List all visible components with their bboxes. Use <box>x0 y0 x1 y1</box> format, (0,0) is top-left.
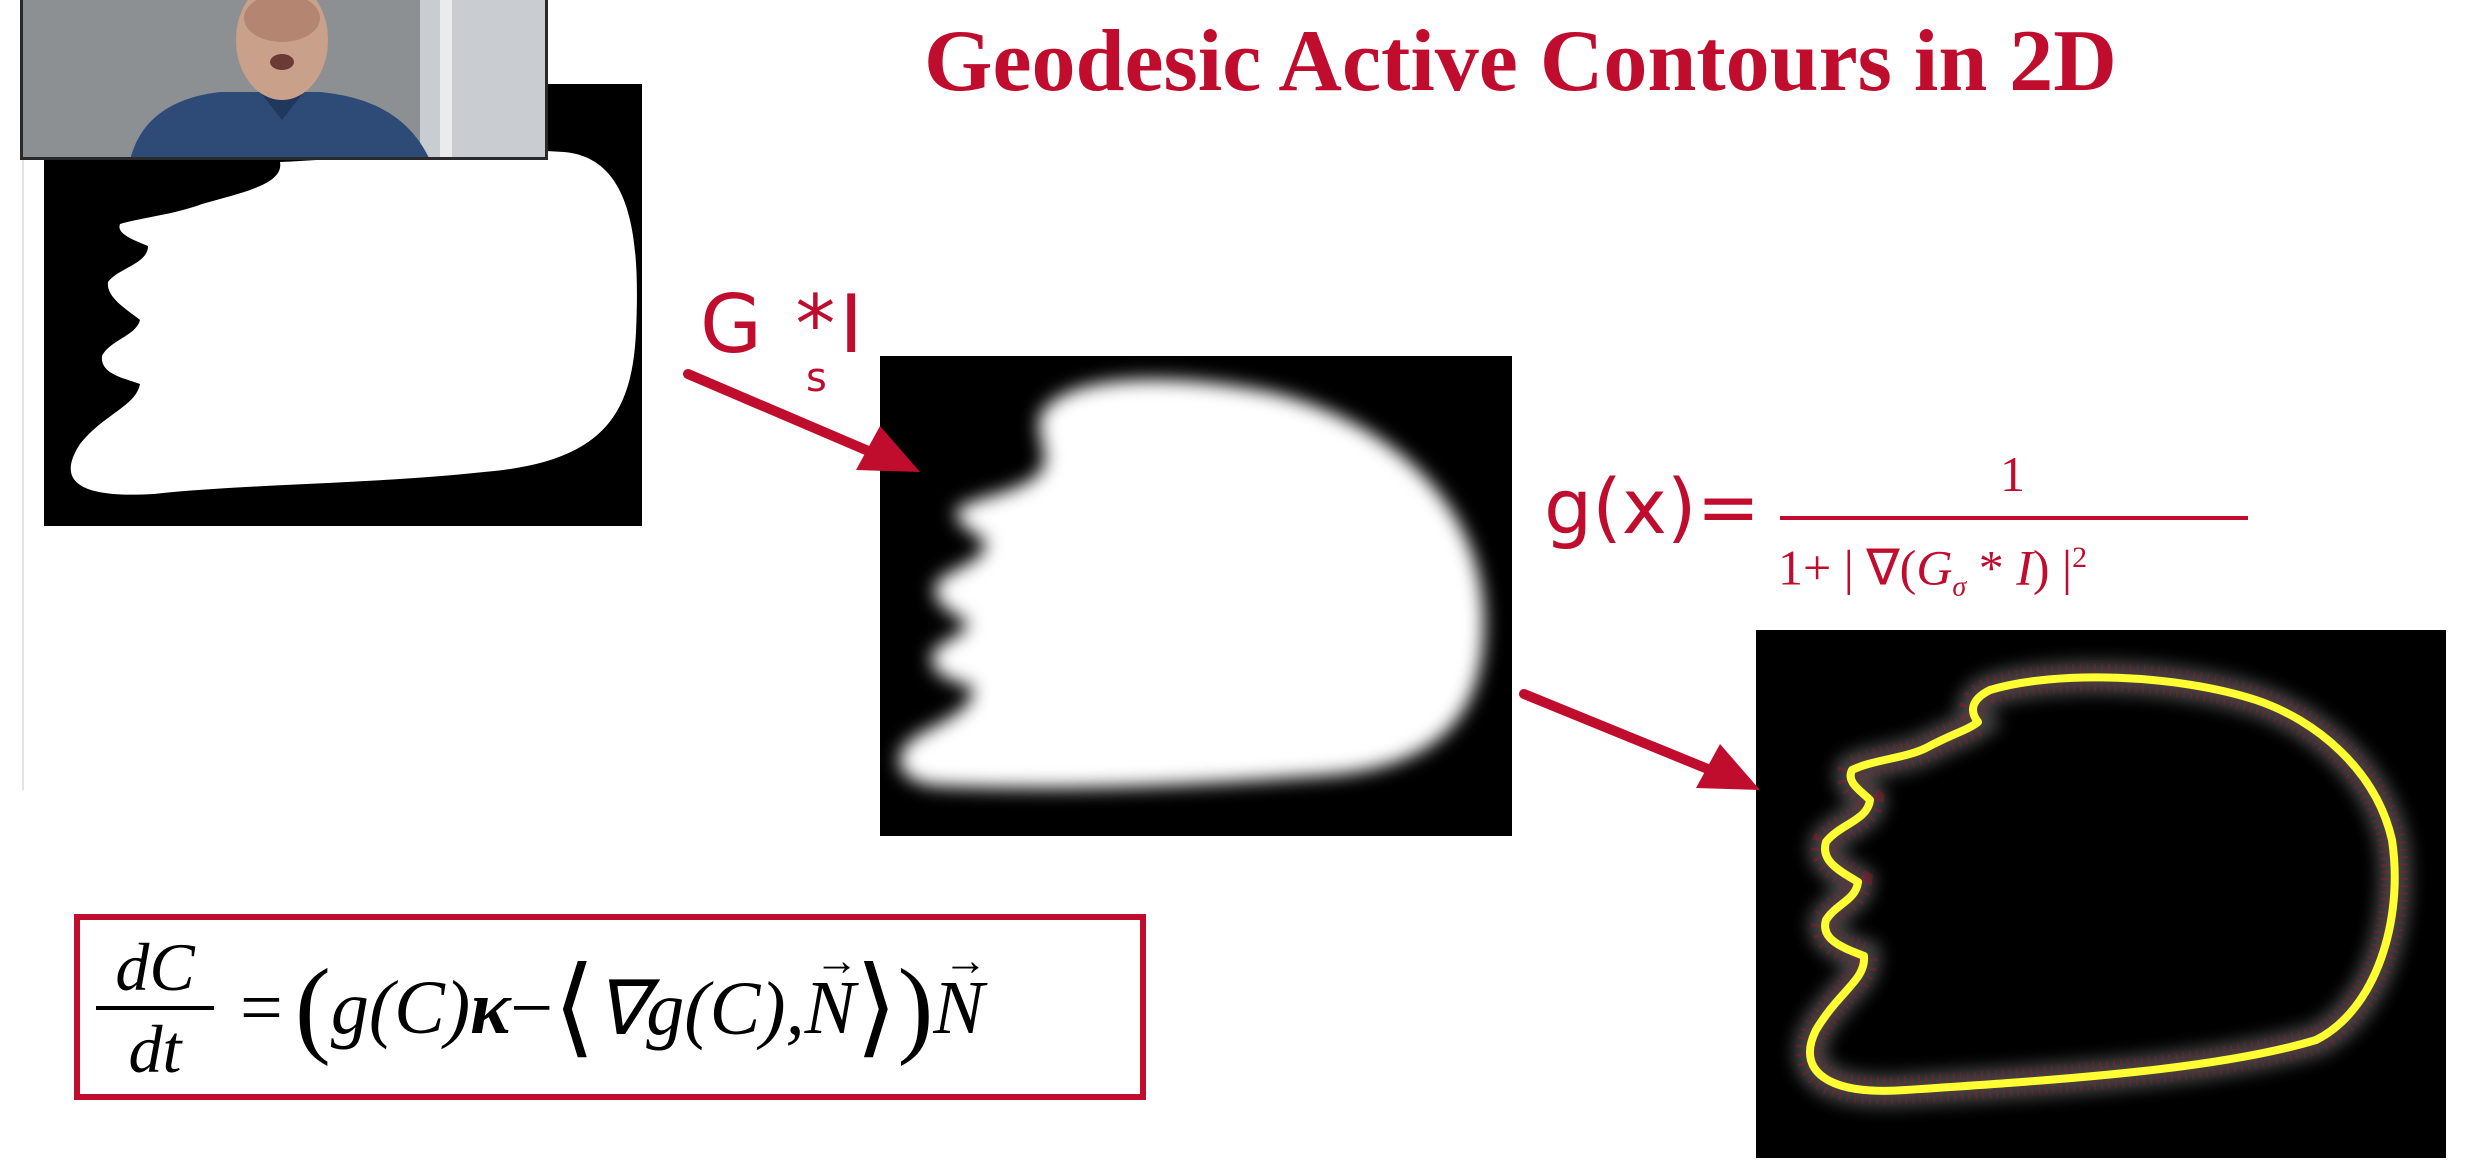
equation-grad-g: ∇g(C), <box>595 967 805 1051</box>
equation-minus: − <box>510 965 554 1050</box>
equation-g-of-c: g(C) <box>330 965 471 1050</box>
presenter-image <box>20 0 548 160</box>
equation-open-paren: ( <box>294 948 331 1067</box>
equation-close-angle: ⟩ <box>855 948 898 1067</box>
blur-operator-subscript: s <box>806 355 827 401</box>
contour-arrowhead <box>1696 744 1760 790</box>
equation-equals: = <box>240 965 283 1050</box>
original-shape-image <box>70 150 637 495</box>
edge-formula-numerator: 1 <box>2000 446 2025 502</box>
equation-close-paren: ) <box>897 948 934 1067</box>
smoothed-shape-image <box>899 379 1485 789</box>
equation-denominator: dt <box>128 1011 182 1087</box>
slide-title: Geodesic Active Contours in 2D <box>924 13 2117 110</box>
edge-formula-denominator: 1+ | ∇(Gσ * I) |2 <box>1778 539 2088 603</box>
original-shape-blob <box>70 150 637 495</box>
edge-function-label: g(x)= <box>1544 462 1761 551</box>
equation-normal-vector-1: N <box>805 935 859 1052</box>
contour-result-image <box>1793 660 2412 1108</box>
evolution-equation: dC dt = ( g(C) κ − ⟨ ∇g(C), N ⟩ ) N <box>96 928 1136 1088</box>
edge-formula-bar <box>1780 516 2248 520</box>
equation-kappa: κ <box>470 965 511 1050</box>
presenter-webcam <box>20 0 548 160</box>
blur-operator-label: G *I <box>700 278 868 371</box>
equation-numerator: dC <box>115 929 195 1005</box>
edge-glow <box>1793 660 2412 1108</box>
time-derivative-fraction: dC dt <box>96 932 214 1084</box>
equation-normal-vector-2: N <box>933 935 987 1052</box>
slide-left-edge <box>22 160 24 790</box>
smoothed-shape-panel <box>880 356 1512 836</box>
contour-arrow <box>1519 689 1725 779</box>
smoothed-shape-blob <box>899 379 1485 789</box>
contour-result-panel <box>1756 630 2446 1158</box>
blur-arrow <box>683 369 885 461</box>
equation-open-angle: ⟨ <box>553 948 596 1067</box>
active-contour-curve <box>1806 673 2399 1095</box>
